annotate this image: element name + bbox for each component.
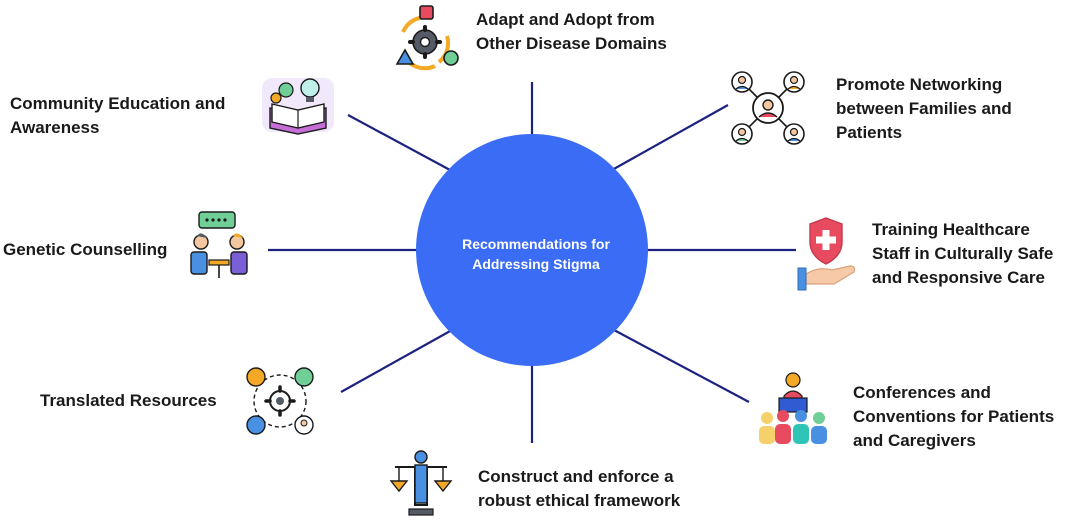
scales-person-icon — [389, 450, 453, 516]
resources-gear-icon — [246, 367, 314, 435]
network-people-icon — [731, 71, 805, 145]
cycle-gear-icon — [395, 5, 459, 71]
item-label-ethical: Construct and enforce a robust ethical f… — [478, 467, 681, 510]
item-label-counselling: Genetic Counselling — [3, 240, 168, 259]
connectors — [268, 82, 796, 443]
center-label: Recommendations for Addressing Stigma — [462, 236, 610, 272]
connector-conferences — [613, 329, 750, 403]
counselling-icon — [190, 211, 248, 278]
book-lightbulb-icon — [262, 78, 334, 135]
item-label-networking: Promote Networking between Families and … — [836, 75, 1012, 142]
item-label-adapt: Adapt and Adopt from Other Disease Domai… — [476, 10, 667, 53]
item-label-training: Training Healthcare Staff in Culturally … — [872, 220, 1054, 287]
connector-community — [347, 114, 451, 171]
item-label-translated: Translated Resources — [40, 391, 217, 410]
audience-podium-icon — [759, 372, 827, 444]
center-circle — [416, 134, 648, 366]
item-label-community: Community Education and Awareness — [10, 94, 226, 137]
item-label-conferences: Conferences and Conventions for Patients… — [853, 383, 1055, 450]
shield-hand-icon — [797, 217, 856, 291]
connector-translated — [340, 329, 453, 393]
connector-networking — [611, 104, 729, 171]
